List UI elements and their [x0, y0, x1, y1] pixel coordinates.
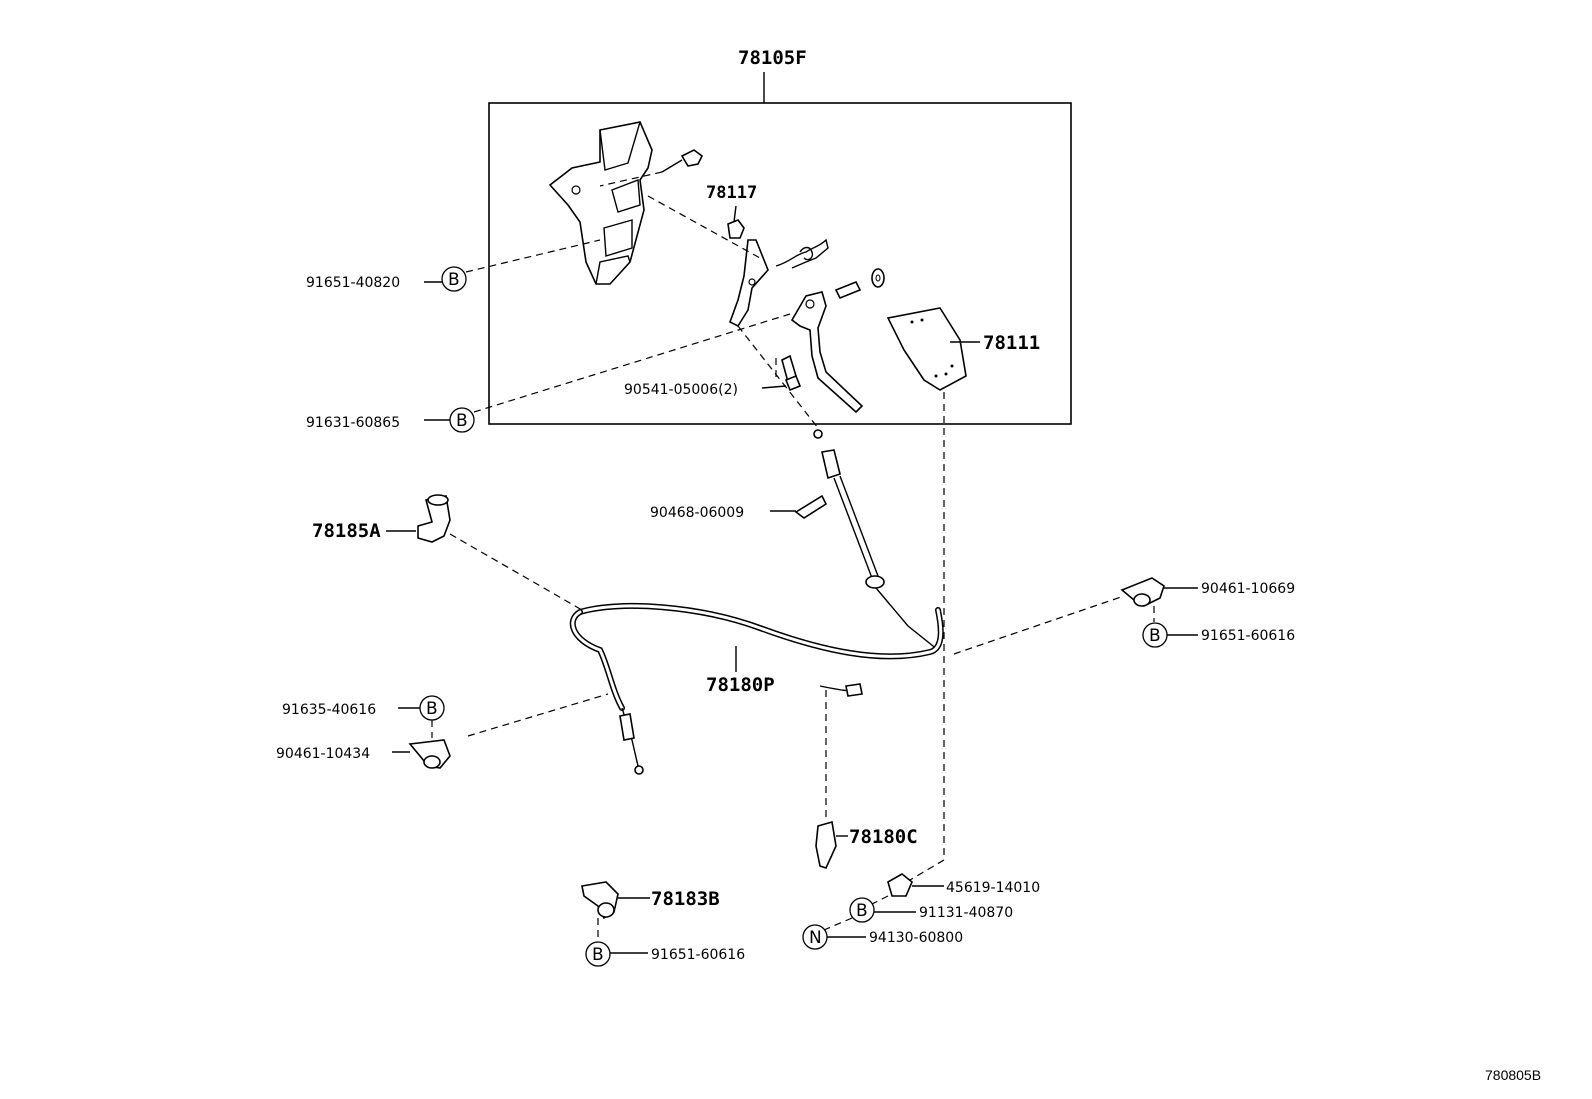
part-label-78111[interactable]: 78111 — [983, 332, 1040, 354]
return-spring-icon[interactable] — [775, 238, 829, 269]
leader-90541 — [761, 385, 787, 389]
pin-icon[interactable] — [834, 280, 862, 300]
callout-91631-60865[interactable]: 91631-60865 B — [306, 313, 791, 433]
callout-94130-60800[interactable]: N 94130-60800 — [802, 917, 963, 950]
symbol-b-letter: B — [448, 270, 460, 290]
stopper-bolt-icon[interactable] — [781, 354, 802, 392]
dashed-bracket-lever — [647, 195, 761, 259]
symbol-b-letter: B — [456, 411, 468, 431]
part-label-78183B: 78183B — [651, 888, 720, 910]
clip-78180C[interactable]: 78180C — [815, 820, 918, 869]
part-label-91651-60616: 91651-60616 — [1201, 628, 1295, 644]
callout-91635-40616[interactable]: 91635-40616 B — [282, 695, 445, 738]
clamp-78183B[interactable]: 78183B — [581, 881, 720, 940]
part-label-91651-60616: 91651-60616 — [651, 947, 745, 963]
part-label-90461-10434: 90461-10434 — [276, 746, 370, 762]
clamp-90461-10669[interactable]: 90461-10669 — [953, 577, 1295, 655]
washer-icon[interactable] — [871, 268, 885, 288]
pedal-lever[interactable] — [729, 239, 769, 328]
part-label-78117[interactable]: 78117 — [706, 183, 757, 203]
callout-91651-60616-right[interactable]: B 91651-60616 — [1142, 622, 1295, 648]
part-label-90461-10669: 90461-10669 — [1201, 581, 1295, 597]
stopper-45619-14010[interactable]: 45619-14010 — [887, 873, 1040, 897]
pedal-arm[interactable] — [790, 291, 864, 414]
clamp-78185A[interactable]: 78185A — [312, 494, 583, 611]
symbol-b-letter: B — [426, 699, 438, 719]
diagram-code: 780805B — [1485, 1067, 1541, 1083]
part-label-78105F[interactable]: 78105F — [738, 47, 807, 69]
pedal-bracket[interactable] — [548, 121, 653, 285]
part-label-91651-40820: 91651-40820 — [306, 275, 400, 291]
callout-91131-40870[interactable]: B 91131-40870 — [849, 895, 1013, 923]
callout-91651-60616-bottom[interactable]: B 91651-60616 — [585, 941, 745, 967]
symbol-b-icon — [449, 407, 475, 433]
symbol-n-letter: N — [809, 928, 822, 948]
symbol-b-icon — [441, 266, 467, 292]
clamp-90461-10434[interactable]: 90461-10434 — [276, 693, 609, 769]
part-label-90541-05006[interactable]: 90541-05006(2) — [624, 382, 738, 398]
part-label-91631-60865: 91631-60865 — [306, 415, 400, 431]
part-label-78180P[interactable]: 78180P — [706, 674, 775, 696]
symbol-b-icon — [849, 897, 875, 923]
part-label-45619-14010: 45619-14010 — [946, 880, 1040, 896]
clip-90468-06009[interactable]: 90468-06009 — [650, 494, 828, 521]
part-label-91635-40616: 91635-40616 — [282, 702, 376, 718]
symbol-b-letter: B — [856, 901, 868, 921]
nut-78117-icon[interactable] — [727, 219, 745, 239]
accelerator-cable-78180P[interactable] — [569, 602, 944, 775]
part-label-94130-60800: 94130-60800 — [869, 930, 963, 946]
bolt-icon[interactable] — [661, 149, 704, 173]
accelerator-cable-upper[interactable] — [813, 429, 939, 651]
callout-91651-40820[interactable]: 91651-40820 B — [306, 239, 601, 292]
symbol-b-letter: B — [592, 945, 604, 965]
part-label-78185A: 78185A — [312, 520, 381, 542]
symbol-b-letter: B — [1149, 626, 1161, 646]
symbol-b-icon — [585, 941, 611, 967]
part-label-91131-40870: 91131-40870 — [919, 905, 1013, 921]
dashed-stopper-link — [909, 859, 945, 881]
dashed-bolt — [599, 171, 663, 187]
pedal-pad-78111[interactable] — [886, 307, 967, 391]
part-label-78180C: 78180C — [849, 826, 918, 848]
assembly-box — [488, 102, 1072, 425]
pedal-assembly-group: 78105F 78117 — [488, 47, 1072, 429]
leader-78117 — [733, 205, 737, 223]
part-label-90468-06009: 90468-06009 — [650, 505, 744, 521]
dashed-lever-cable — [737, 325, 819, 429]
